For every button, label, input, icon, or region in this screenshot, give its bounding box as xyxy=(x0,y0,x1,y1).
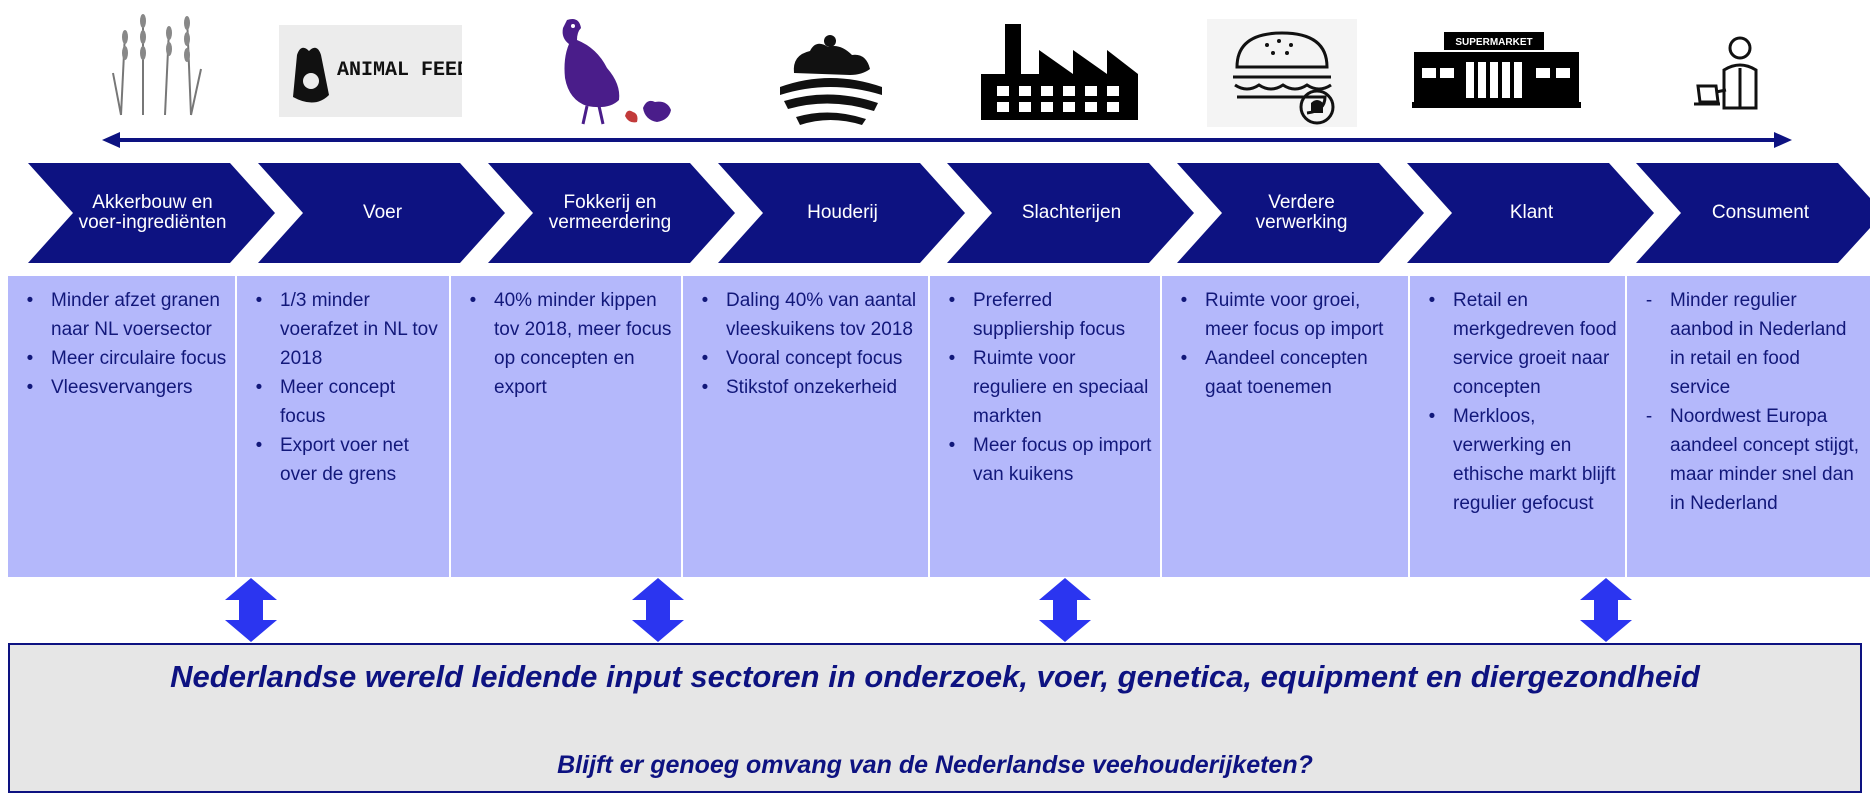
chicken-farm-icon xyxy=(770,25,892,127)
supermarket-icon: SUPERMARKET xyxy=(1410,30,1583,110)
stage-label-5: Slachterijen xyxy=(1021,202,1122,223)
list-item: •Vleesvervangers xyxy=(26,377,193,398)
chevron-row xyxy=(28,163,1870,263)
double-arrow-icon xyxy=(225,578,277,642)
chevron-3 xyxy=(488,163,735,263)
double-arrow-icon xyxy=(1580,578,1632,642)
stage-label-8: Consument xyxy=(1711,202,1810,223)
consumer-icon xyxy=(1690,34,1770,114)
chevron-6 xyxy=(1177,163,1424,263)
double-arrow-icon xyxy=(632,578,684,642)
list-item: •Ruimte voor groei, meer focus op import xyxy=(1180,290,1384,340)
list-item: •Retail en merkgedreven food service gro… xyxy=(1428,290,1617,398)
stage-box-6: •Ruimte voor groei, meer focus op import… xyxy=(1162,276,1408,577)
chevron-7 xyxy=(1407,163,1654,263)
stage-label-2: Voer xyxy=(362,202,403,223)
stage-box-3: •40% minder kippen tov 2018, meer focus … xyxy=(451,276,681,577)
stage-box-1: •Minder afzet granen naar NL voersector … xyxy=(8,276,235,577)
stage-box-5: •Preferred suppliership focus •Ruimte vo… xyxy=(930,276,1160,577)
list-item: •Ruimte voor reguliere en speciaal markt… xyxy=(948,348,1149,427)
list-item: •Vooral concept focus xyxy=(701,348,903,369)
chevron-8 xyxy=(1636,163,1870,263)
list-item: •Preferred suppliership focus xyxy=(948,290,1126,340)
list-item: •Daling 40% van aantal vleeskuikens tov … xyxy=(701,290,917,340)
value-chain-arrow xyxy=(102,132,1792,148)
stage-label-7: Klant xyxy=(1509,202,1554,223)
animal-feed-label: ANIMAL FEED xyxy=(337,59,462,82)
list-item: -Minder regulier aanbod in Nederland in … xyxy=(1645,290,1847,398)
supermarket-sign: SUPERMARKET xyxy=(1455,37,1532,48)
list-item: •Aandeel concepten gaat toenemen xyxy=(1180,348,1368,398)
list-item: •Export voer net over de grens xyxy=(255,435,409,485)
list-item: •Meer concept focus xyxy=(255,377,396,427)
burger-icon xyxy=(1207,19,1357,127)
list-item: •Minder afzet granen naar NL voersector xyxy=(26,290,220,340)
chevron-4 xyxy=(718,163,965,263)
panel-title: Nederlandse wereld leidende input sector… xyxy=(170,659,1700,694)
panel-question: Blijft er genoeg omvang van de Nederland… xyxy=(557,751,1313,779)
list-item: -Noordwest Europa aandeel concept stijgt… xyxy=(1645,406,1860,514)
stage-box-2: •1/3 minder voerafzet in NL tov 2018 •Me… xyxy=(237,276,449,577)
chicken-breeding-icon xyxy=(547,14,691,130)
animal-feed-icon: ANIMAL FEED xyxy=(279,25,462,117)
list-item: •Stikstof onzekerheid xyxy=(701,377,898,398)
stage-box-7: •Retail en merkgedreven food service gro… xyxy=(1410,276,1625,577)
list-item: •Meer focus op import van kuikens xyxy=(948,435,1152,485)
factory-icon xyxy=(977,20,1142,122)
chevron-1 xyxy=(28,163,275,263)
stage-box-8: -Minder regulier aanbod in Nederland in … xyxy=(1627,276,1870,577)
input-sectors-panel: Nederlandse wereld leidende input sector… xyxy=(8,643,1862,793)
wheat-icon xyxy=(103,3,213,117)
list-item: •40% minder kippen tov 2018, meer focus … xyxy=(469,290,672,398)
list-item: •Meer circulaire focus xyxy=(26,348,227,369)
stage-label-4: Houderij xyxy=(807,202,878,223)
stage-label-3: Fokkerij en vermeerdering xyxy=(548,192,672,233)
stage-box-4: •Daling 40% van aantal vleeskuikens tov … xyxy=(683,276,928,577)
list-item: •1/3 minder voerafzet in NL tov 2018 xyxy=(255,290,438,369)
stage-label-6: Verdere verwerking xyxy=(1255,192,1348,233)
chevron-5 xyxy=(947,163,1194,263)
list-item: •Merkloos, verwerking en ethische markt … xyxy=(1428,406,1616,514)
double-arrow-icon xyxy=(1039,578,1091,642)
chevron-2 xyxy=(258,163,505,263)
stage-label-1: Akkerbouw en voer-ingrediënten xyxy=(78,192,227,233)
